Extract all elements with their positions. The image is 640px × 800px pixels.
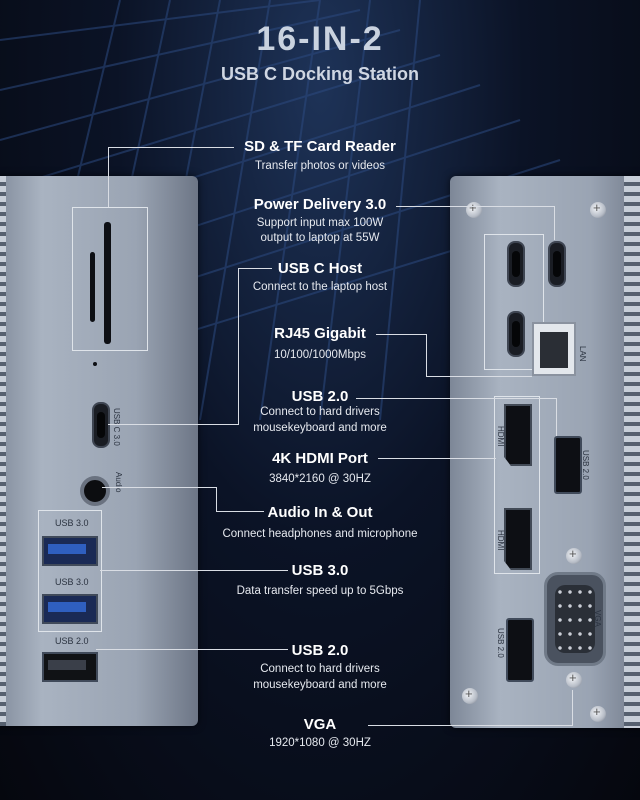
feature-title-audio: Audio In & Out bbox=[267, 504, 373, 521]
feature-title-card-reader: SD & TF Card Reader bbox=[244, 138, 396, 155]
screw-bottom-right bbox=[590, 704, 606, 722]
usb2-label-right-upper: USB 2.0 bbox=[581, 450, 590, 480]
leader-line-rj45-v bbox=[426, 334, 427, 376]
usb2-port-left[interactable] bbox=[42, 652, 98, 682]
status-led bbox=[93, 362, 97, 366]
feature-desc-usb2-top-1: Connect to hard drivers bbox=[260, 406, 380, 418]
feature-desc-audio: Connect headphones and microphone bbox=[222, 528, 418, 540]
usb3-port-2[interactable] bbox=[42, 594, 98, 624]
feature-desc-card-reader: Transfer photos or videos bbox=[255, 160, 385, 172]
leader-line-usbc-host bbox=[238, 268, 272, 269]
leader-line-audio-v bbox=[216, 487, 217, 511]
card-reader-frame bbox=[72, 207, 148, 351]
leader-line-hdmi bbox=[378, 458, 496, 459]
feature-title-usb3: USB 3.0 bbox=[291, 562, 349, 579]
vga-label: VGA bbox=[593, 610, 602, 627]
usb3-ports-frame bbox=[38, 510, 102, 632]
usb2-label-left: USB 2.0 bbox=[55, 636, 89, 646]
leader-line-vga-v bbox=[572, 690, 573, 726]
leader-line-rj45-h2 bbox=[426, 376, 532, 377]
usb-c-host-port[interactable] bbox=[92, 402, 110, 448]
usbc-ports-frame bbox=[484, 234, 544, 370]
usb3-label-2: USB 3.0 bbox=[55, 577, 89, 587]
dock-left-side bbox=[0, 176, 198, 726]
leader-line-audio bbox=[102, 487, 216, 488]
product-subtitle: USB C Docking Station bbox=[220, 64, 419, 84]
hdmi-ports-frame bbox=[494, 396, 540, 574]
lan-label: LAN bbox=[578, 346, 587, 362]
leader-line-card-reader bbox=[108, 147, 234, 148]
feature-desc-power-delivery-2: output to laptop at 55W bbox=[260, 232, 380, 244]
leader-line-card-reader-v bbox=[108, 147, 109, 207]
usb2-port-right-lower[interactable] bbox=[506, 618, 534, 682]
screw-top-right bbox=[590, 200, 606, 218]
feature-title-usb2-bottom: USB 2.0 bbox=[291, 642, 349, 659]
feature-desc-usbc-host: Connect to the laptop host bbox=[252, 281, 388, 293]
feature-desc-usb2-top-2: mousekeyboard and more bbox=[253, 422, 387, 434]
feature-desc-usb3: Data transfer speed up to 5Gbps bbox=[236, 585, 404, 597]
vga-screw-top bbox=[566, 546, 582, 564]
leader-line-pd-v bbox=[554, 206, 555, 240]
usb-c-port-1[interactable] bbox=[507, 241, 525, 287]
feature-desc-vga: 1920*1080 @ 30HZ bbox=[269, 737, 371, 749]
usb3-label-1: USB 3.0 bbox=[55, 518, 89, 528]
leader-line-usb3 bbox=[100, 570, 288, 571]
tf-card-slot[interactable] bbox=[90, 252, 95, 322]
heat-fins-left bbox=[0, 176, 6, 726]
usb2-port-right-upper[interactable] bbox=[554, 436, 582, 494]
feature-title-power-delivery: Power Delivery 3.0 bbox=[253, 196, 387, 213]
product-title: 16-IN-2 bbox=[256, 20, 384, 58]
usb-c-port-2[interactable] bbox=[507, 311, 525, 357]
feature-desc-usb2-bottom-2: mousekeyboard and more bbox=[253, 679, 387, 691]
vga-port[interactable] bbox=[544, 572, 606, 666]
vga-screw-bottom bbox=[566, 670, 582, 688]
audio-jack[interactable] bbox=[80, 476, 110, 506]
power-delivery-port[interactable] bbox=[548, 241, 566, 287]
screw-bottom-left bbox=[462, 686, 478, 704]
feature-title-rj45: RJ45 Gigabit bbox=[274, 325, 366, 342]
feature-title-vga: VGA bbox=[303, 716, 337, 733]
feature-desc-usb2-bottom-1: Connect to hard drivers bbox=[260, 663, 380, 675]
hdmi-port-1[interactable] bbox=[504, 404, 532, 466]
leader-line-audio-h2 bbox=[216, 511, 264, 512]
heat-fins-right bbox=[624, 176, 640, 728]
feature-title-usb2-top: USB 2.0 bbox=[291, 388, 349, 405]
audio-label: Audio bbox=[114, 472, 123, 493]
hdmi-label-2: HDMI bbox=[496, 530, 505, 551]
feature-desc-rj45: 10/100/1000Mbps bbox=[273, 349, 367, 361]
feature-title-usbc-host: USB C Host bbox=[277, 260, 363, 277]
usb2-label-right-lower: USB 2.0 bbox=[496, 628, 505, 658]
leader-line-usbc-host-h2 bbox=[108, 424, 239, 425]
feature-desc-hdmi: 3840*2160 @ 30HZ bbox=[269, 473, 371, 485]
hdmi-port-2[interactable] bbox=[504, 508, 532, 570]
rj45-lan-port[interactable] bbox=[532, 322, 576, 376]
leader-line-usb2-bottom bbox=[96, 649, 288, 650]
leader-line-pd bbox=[396, 206, 554, 207]
usb-c-label: USB C 3.0 bbox=[112, 408, 121, 446]
leader-line-rj45 bbox=[376, 334, 426, 335]
leader-line-usb2-top-v bbox=[556, 398, 557, 436]
leader-line-vga bbox=[368, 725, 572, 726]
feature-desc-power-delivery-1: Support input max 100W bbox=[256, 217, 384, 229]
screw-top-left bbox=[466, 200, 482, 218]
sd-card-slot[interactable] bbox=[104, 222, 111, 344]
feature-title-hdmi: 4K HDMI Port bbox=[272, 450, 368, 467]
leader-line-usb2-top bbox=[356, 398, 556, 399]
usb3-port-1[interactable] bbox=[42, 536, 98, 566]
leader-line-usbc-host-v bbox=[238, 268, 239, 424]
hdmi-label-1: HDMI bbox=[496, 426, 505, 447]
